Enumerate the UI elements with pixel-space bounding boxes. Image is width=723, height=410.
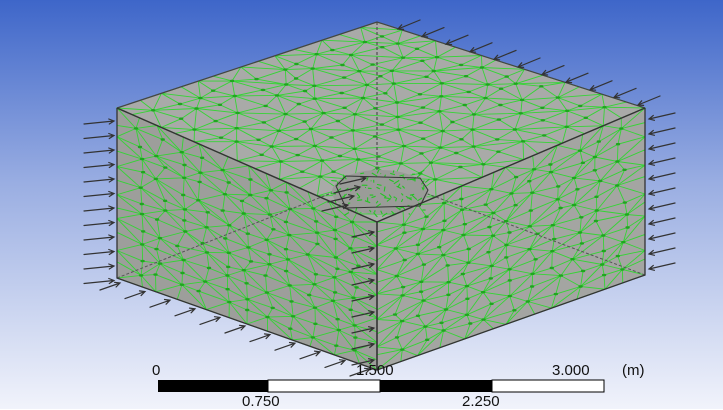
mesh-left-face [116, 107, 378, 371]
inner-body [330, 168, 430, 218]
box-edges [116, 21, 646, 371]
scale-label-1500: 1.500 [356, 362, 394, 379]
scale-label-3000: 3.000 [552, 362, 590, 379]
mesh-top-face [115, 21, 647, 223]
arrow-glyphs [83, 19, 676, 377]
scale-unit: (m) [622, 362, 645, 379]
mesh-lines [115, 21, 647, 371]
hidden-edges [116, 22, 646, 279]
body-shape [332, 170, 428, 214]
top-face [117, 22, 645, 222]
scale-label-2250: 2.250 [462, 393, 500, 410]
scale-label-0750: 0.750 [242, 393, 280, 410]
scale-label-0: 0 [152, 362, 161, 379]
mesh-right-face [376, 107, 646, 371]
inlet-velocity-arrows [83, 19, 676, 377]
